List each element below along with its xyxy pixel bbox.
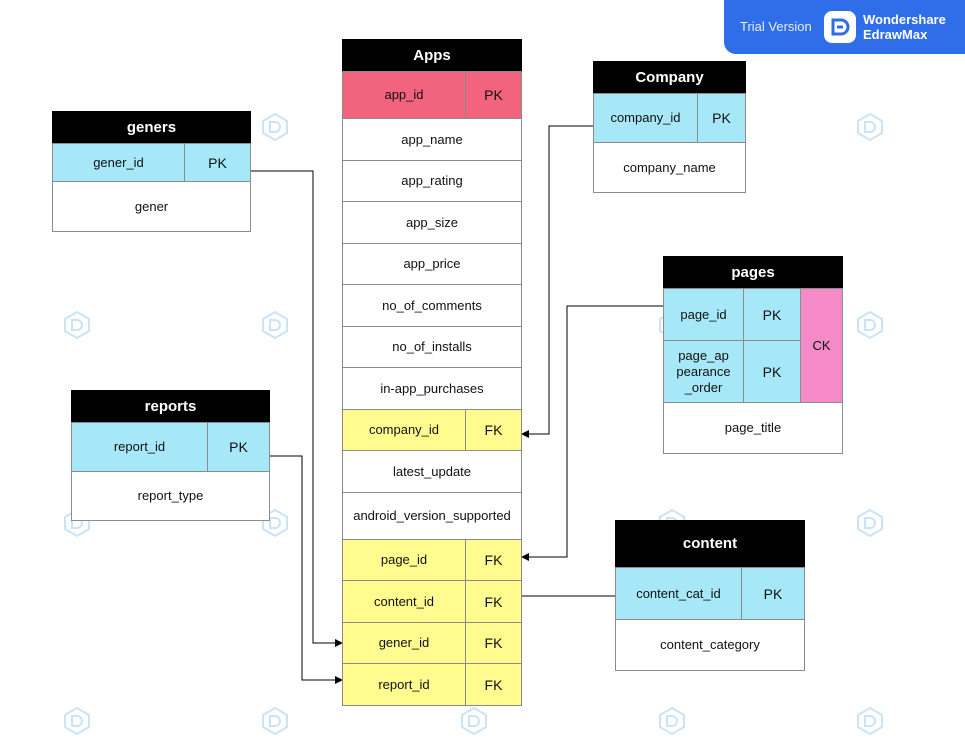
edrawmax-logo-icon <box>824 11 856 43</box>
apps-key-11: FK <box>465 539 522 581</box>
apps-field-8: company_id <box>342 409 466 451</box>
content-id-cell: content_cat_id <box>615 567 742 620</box>
reports-key-cell: PK <box>207 422 270 472</box>
apps-field-13: gener_id <box>342 622 466 664</box>
apps-key-12: FK <box>465 580 522 623</box>
apps-field-0: app_id <box>342 71 466 119</box>
apps-field-7: in-app_purchases <box>342 367 522 410</box>
geners-key-cell: PK <box>184 143 251 182</box>
pages-id1-cell: page_id <box>663 288 744 341</box>
company-table-title: Company <box>593 61 746 93</box>
apps-field-10: android_version_supported <box>342 492 522 540</box>
reports-attr-cell: report_type <box>71 471 270 521</box>
trial-version-label: Trial Version <box>740 19 812 34</box>
watermark-icon <box>260 706 290 736</box>
content-key-cell: PK <box>741 567 805 620</box>
watermark-icon <box>260 112 290 142</box>
watermark-icon <box>855 508 885 538</box>
apps-field-1: app_name <box>342 118 522 161</box>
watermark-icon <box>459 706 489 736</box>
apps-table-title: Apps <box>342 39 522 71</box>
apps-key-14: FK <box>465 663 522 706</box>
geners-attr-cell: gener <box>52 181 251 232</box>
pages-key1-cell: PK <box>743 288 801 341</box>
pages-ck-cell: CK <box>800 288 843 403</box>
connector-reports <box>263 452 343 684</box>
watermark-icon <box>62 310 92 340</box>
pages-id2-cell: page_ap pearance _order <box>663 340 744 403</box>
connector-company <box>521 122 600 438</box>
company-attr-cell: company_name <box>593 142 746 193</box>
pages-table-title: pages <box>663 256 843 288</box>
connector-pages <box>521 302 670 561</box>
company-id-cell: company_id <box>593 93 698 143</box>
geners-id-cell: gener_id <box>52 143 185 182</box>
brand-name-line1: Wondershare <box>863 12 946 27</box>
content-attr-cell: content_category <box>615 619 805 671</box>
watermark-icon <box>260 310 290 340</box>
watermark-icon <box>62 706 92 736</box>
apps-key-0: PK <box>465 71 522 119</box>
content-table-title: content <box>615 520 805 567</box>
apps-field-3: app_size <box>342 201 522 244</box>
apps-field-14: report_id <box>342 663 466 706</box>
apps-field-2: app_rating <box>342 160 522 202</box>
pages-key2-cell: PK <box>743 340 801 403</box>
apps-field-9: latest_update <box>342 450 522 493</box>
geners-table-title: geners <box>52 111 251 143</box>
reports-id-cell: report_id <box>71 422 208 472</box>
watermark-icon <box>657 706 687 736</box>
pages-attr-cell: page_title <box>663 402 843 454</box>
apps-key-13: FK <box>465 622 522 664</box>
watermark-icon <box>855 112 885 142</box>
apps-field-6: no_of_installs <box>342 326 522 368</box>
brand-name-line2: EdrawMax <box>863 27 928 42</box>
apps-key-8: FK <box>465 409 522 451</box>
apps-field-11: page_id <box>342 539 466 581</box>
watermark-icon <box>855 706 885 736</box>
apps-field-12: content_id <box>342 580 466 623</box>
apps-field-5: no_of_comments <box>342 284 522 327</box>
watermark-icon <box>855 310 885 340</box>
trial-version-badge[interactable]: Trial Version Wondershare EdrawMax <box>724 0 965 54</box>
reports-table-title: reports <box>71 390 270 422</box>
company-key-cell: PK <box>697 93 746 143</box>
apps-field-4: app_price <box>342 243 522 285</box>
